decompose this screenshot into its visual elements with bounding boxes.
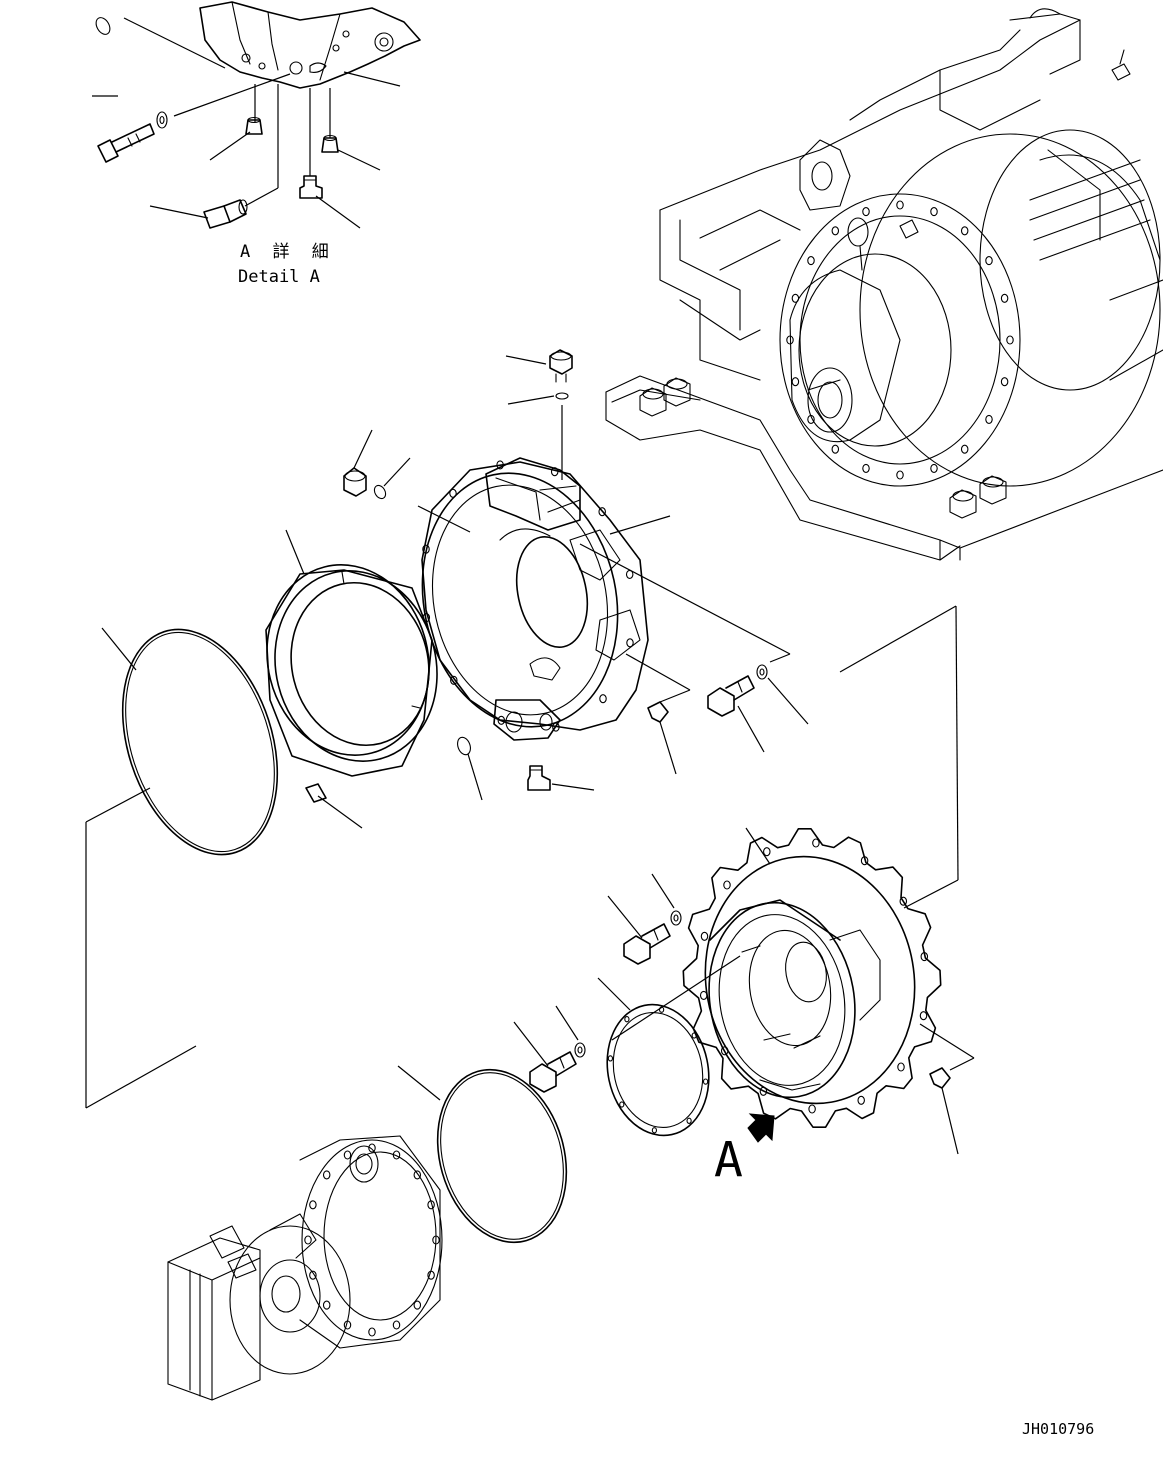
view-arrow-a: A <box>714 1113 775 1188</box>
housing-left-fitting <box>343 429 373 497</box>
assembly-bracket-left <box>85 787 197 1109</box>
detail-a-washer <box>156 111 168 129</box>
motor-assembly <box>167 1135 443 1401</box>
drawing-number: JH010796 <box>1022 1420 1094 1438</box>
machine-frame-assembly <box>605 8 1163 561</box>
lower-oring <box>457 736 483 801</box>
assembly-bracket-right <box>839 605 959 909</box>
sprocket-hub-assembly <box>682 827 942 1128</box>
mount-washer-lower <box>651 873 682 926</box>
mount-bolt-upper <box>707 675 765 753</box>
detail-a-fitting <box>299 175 323 199</box>
cover-washer <box>555 1005 586 1058</box>
cover-gasket <box>597 955 741 1137</box>
housing-bolt-holes <box>422 460 634 732</box>
base-bolt-2 <box>663 377 691 407</box>
detail-a-title-jp: A 詳 細 <box>240 242 335 262</box>
detail-a-drain-plug <box>203 199 248 229</box>
base-bolt-3 <box>949 489 977 519</box>
large-oring-lower <box>397 1065 568 1244</box>
dowel-pin <box>305 783 363 829</box>
housing-left-oring <box>373 457 411 500</box>
lower-plug <box>527 765 595 791</box>
view-marker-label: A <box>714 1132 743 1188</box>
motor-housing-group <box>417 405 671 741</box>
mount-bolt-lower <box>607 895 671 965</box>
motor-bolt-holes <box>304 1143 440 1337</box>
small-cap-right <box>919 1023 975 1155</box>
housing-top-oring <box>507 392 569 405</box>
small-cap-center <box>625 653 691 775</box>
detail-a-plug-1 <box>245 116 263 135</box>
base-bolt-4 <box>979 475 1007 505</box>
detail-a-oring <box>95 17 111 35</box>
large-oring-left <box>101 627 279 856</box>
base-bolt-1 <box>639 387 667 417</box>
detail-a-bolt <box>97 123 155 163</box>
detail-a-housing <box>199 1 421 89</box>
detail-a-title-en: Detail A <box>238 267 320 287</box>
detail-a-plug-2 <box>321 134 339 153</box>
detail-a-group: A 詳 細 Detail A <box>92 1 421 287</box>
sprocket-bolt-holes <box>699 838 929 1114</box>
housing-top-plug <box>505 349 573 383</box>
mount-washer-upper <box>579 543 809 725</box>
spacer-ring <box>265 529 438 777</box>
cover-bolt <box>513 1021 577 1093</box>
